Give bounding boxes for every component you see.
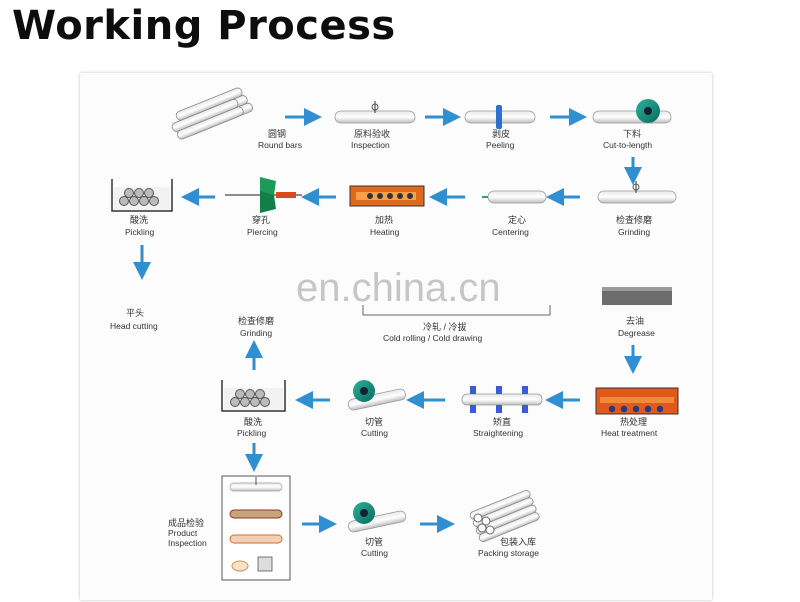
- piercing-en-label: Piercing: [247, 227, 278, 237]
- product-inspection-en-label-1: Product: [168, 528, 198, 538]
- head-cutting-en-label: Head cutting: [110, 321, 158, 331]
- round-bars-icon: [171, 87, 253, 140]
- process-diagram-panel: en.china.cn 圆钢 Round bars 原料验收 Inspectio…: [80, 73, 712, 600]
- piercing-zh-label: 穿孔: [252, 214, 270, 225]
- heating-en-label: Heating: [370, 227, 400, 237]
- heat-treatment-zh-label: 热处理: [620, 416, 647, 427]
- straightening-rollers-icon: [461, 386, 543, 413]
- heat-treatment-furnace-icon: [595, 387, 679, 415]
- centering-zh-label: 定心: [508, 214, 526, 225]
- packing-storage-zh-label: 包装入库: [500, 536, 536, 547]
- pickling-tank-icon: [111, 179, 173, 212]
- saw-cutting-icon: [348, 502, 407, 533]
- cut-to-length-en-label: Cut-to-length: [603, 140, 652, 150]
- pickling-1-zh-label: 酸洗: [130, 214, 148, 225]
- pickling-2-en-label: Pickling: [237, 428, 267, 438]
- pickling-2-zh-label: 酸洗: [244, 416, 262, 427]
- straightening-en-label: Straightening: [473, 428, 523, 438]
- bracket-icon: [362, 305, 551, 316]
- saw-cutting-icon: [347, 380, 406, 411]
- peeling-icon: [464, 105, 536, 129]
- grinding-icon: [597, 181, 677, 204]
- degrease-en-label: Degrease: [618, 328, 655, 338]
- peeling-en-label: Peeling: [486, 140, 515, 150]
- product-inspection-zh-label: 成品检验: [168, 517, 204, 528]
- peeling-zh-label: 剥皮: [492, 128, 510, 139]
- heat-treatment-en-label: Heat treatment: [601, 428, 658, 438]
- cutting-1-zh-label: 切管: [365, 416, 383, 427]
- page-title: Working Process: [12, 3, 396, 49]
- cold-rolling-en-label: Cold rolling / Cold drawing: [383, 333, 482, 343]
- straightening-zh-label: 矫直: [493, 416, 511, 427]
- watermark-text: en.china.cn: [296, 266, 501, 310]
- pipe-bundle-icon: [469, 489, 540, 543]
- centering-icon: [482, 190, 547, 204]
- round-bars-zh-label: 圆钢: [268, 128, 286, 139]
- inspection-zh-label: 原料验收: [354, 128, 390, 139]
- cutting-2-en-label: Cutting: [361, 548, 388, 558]
- packing-storage-en-label: Packing storage: [478, 548, 539, 558]
- inspection-en-label: Inspection: [351, 140, 390, 150]
- degrease-tank-icon: [602, 287, 672, 305]
- degrease-zh-label: 去油: [626, 315, 644, 326]
- grinding-2-zh-label: 检查修磨: [238, 315, 274, 326]
- round-bars-en-label: Round bars: [258, 140, 302, 150]
- cutting-1-en-label: Cutting: [361, 428, 388, 438]
- piercing-mill-icon: [225, 177, 302, 213]
- grinding-2-en-label: Grinding: [240, 328, 272, 338]
- furnace-icon: [349, 185, 425, 207]
- pipe-inspection-icon: [334, 101, 416, 124]
- cut-to-length-zh-label: 下料: [623, 128, 641, 139]
- grinding-1-zh-label: 检查修磨: [616, 214, 652, 225]
- heating-zh-label: 加热: [375, 214, 393, 225]
- head-cutting-zh-label: 平头: [126, 308, 144, 318]
- product-inspection-icon: [221, 475, 291, 581]
- cold-rolling-zh-label: 冷轧 / 冷拔: [423, 321, 467, 332]
- saw-cutting-icon: [592, 99, 672, 124]
- process-flow-diagram: en.china.cn 圆钢 Round bars 原料验收 Inspectio…: [110, 87, 679, 581]
- pickling-1-en-label: Pickling: [125, 227, 155, 237]
- centering-en-label: Centering: [492, 227, 529, 237]
- product-inspection-en-label-2: Inspection: [168, 538, 207, 548]
- cutting-2-zh-label: 切管: [365, 536, 383, 547]
- pickling-tank-icon: [221, 380, 286, 412]
- grinding-1-en-label: Grinding: [618, 227, 650, 237]
